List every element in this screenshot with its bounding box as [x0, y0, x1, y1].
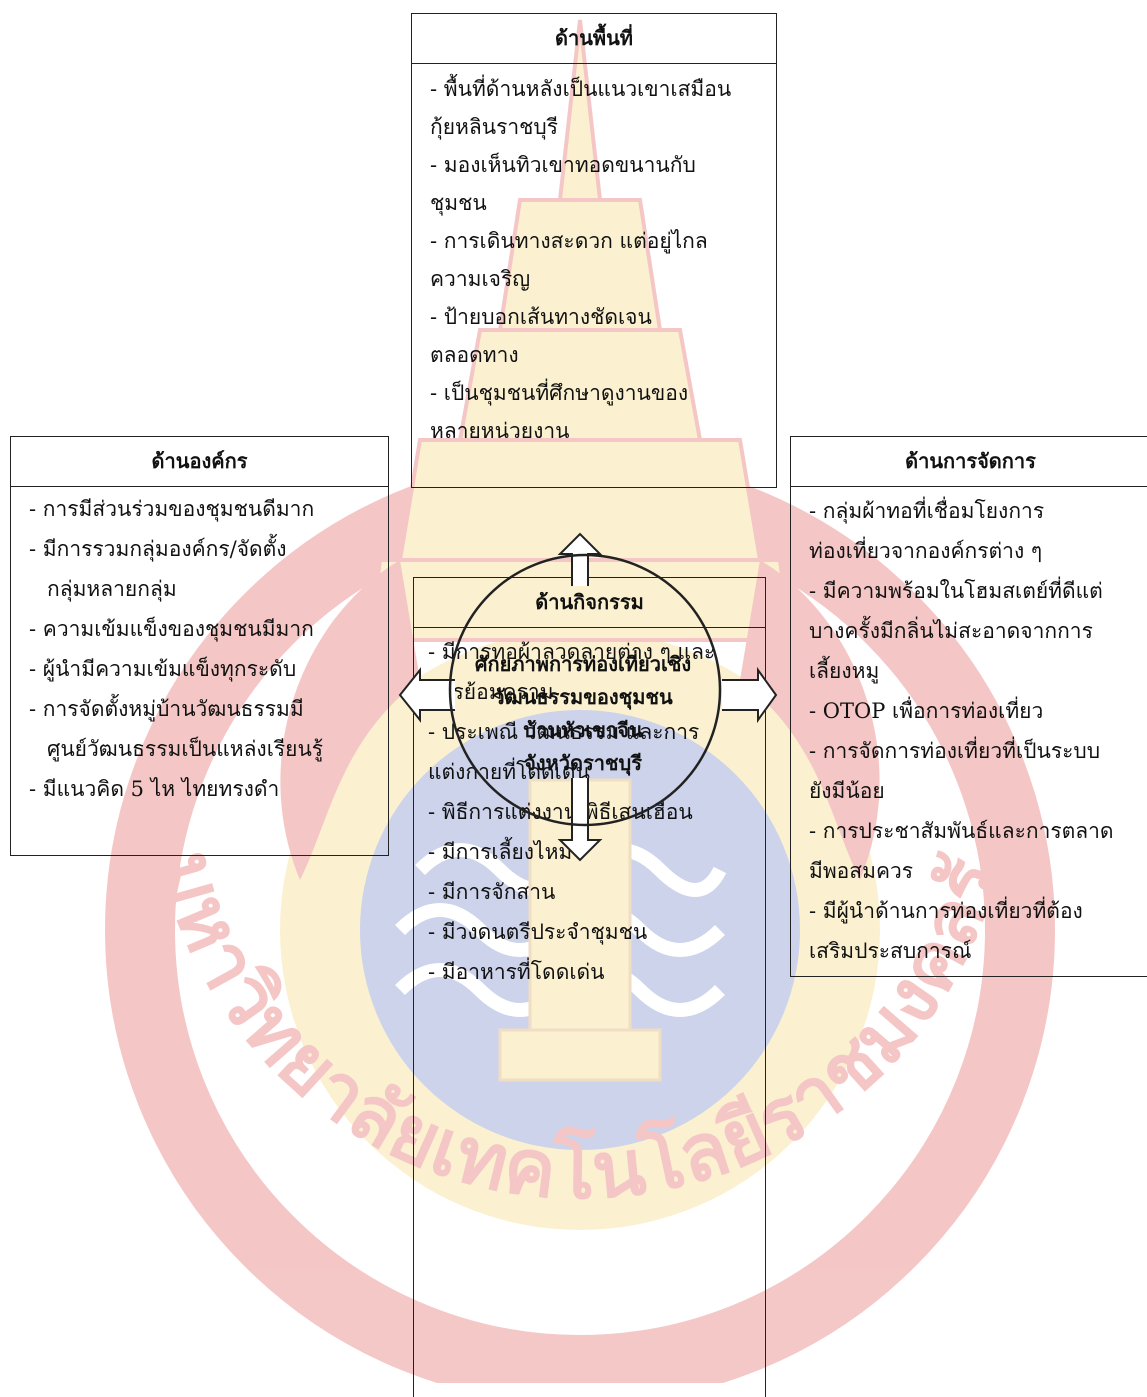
- list-item: - ป้ายบอกเส้นทางชัดเจนตลอดทาง: [430, 298, 770, 374]
- item-line: - การจัดการท่องเที่ยวที่เป็นระบบ: [809, 731, 1147, 771]
- management-box: ด้านการจัดการ - กลุ่มผ้าทอที่เชื่อมโยงกา…: [790, 436, 1147, 977]
- list-item: - มีความพร้อมในโฮมสเตย์ที่ดีแต่บางครั้งม…: [809, 571, 1147, 691]
- organization-list: - การมีส่วนร่วมของชุมชนดีมาก - มีการรวมก…: [11, 487, 388, 809]
- item-line: ท่องเที่ยวจากองค์กรต่าง ๆ: [809, 531, 1147, 571]
- item-line: - ป้ายบอกเส้นทางชัดเจน: [430, 298, 770, 336]
- item-line: กุ้ยหลินราชบุรี: [430, 108, 770, 146]
- item-line: - มีความพร้อมในโฮมสเตย์ที่ดีแต่: [809, 571, 1147, 611]
- item-line: - มีการรวมกลุ่มองค์กร/จัดตั้ง: [29, 529, 388, 569]
- list-item: - เป็นชุมชนที่ศึกษาดูงานของหลายหน่วยงาน: [430, 374, 770, 450]
- item-line: ตลอดทาง: [430, 336, 770, 374]
- item-line: หลายหน่วยงาน: [430, 412, 770, 450]
- item-line: ยังมีน้อย: [809, 771, 1147, 811]
- list-item: - การเดินทางสะดวก แต่อยู่ไกลความเจริญ: [430, 222, 770, 298]
- list-item: - ผู้นำมีความเข้มแข็งทุกระดับ: [29, 649, 388, 689]
- item-line: กลุ่มหลายกลุ่ม: [29, 569, 388, 609]
- center-title-line: ศักยภาพการท่องเที่ยวเชิง: [455, 648, 711, 681]
- item-line: - ผู้นำมีความเข้มแข็งทุกระดับ: [29, 649, 388, 689]
- arrow-right-icon: [722, 670, 776, 720]
- item-line: - มีอาหารที่โดดเด่น: [428, 952, 765, 992]
- item-line: ศูนย์วัฒนธรรมเป็นแหล่งเรียนรู้: [29, 729, 388, 769]
- item-line: - มองเห็นทิวเขาทอดขนานกับ: [430, 146, 770, 184]
- item-line: - การประชาสัมพันธ์และการตลาด: [809, 811, 1147, 851]
- item-line: - การมีส่วนร่วมของชุมชนดีมาก: [29, 489, 388, 529]
- list-item: - กลุ่มผ้าทอที่เชื่อมโยงการท่องเที่ยวจาก…: [809, 491, 1147, 571]
- center-title-line: บ้านหัวเขาจีน: [455, 714, 711, 747]
- item-line: - มีผู้นำด้านการท่องเที่ยวที่ต้อง: [809, 891, 1147, 931]
- list-item: - มองเห็นทิวเขาทอดขนานกับชุมชน: [430, 146, 770, 222]
- organization-title: ด้านองค์กร: [11, 437, 388, 487]
- list-item: - พื้นที่ด้านหลังเป็นแนวเขาเสมือนกุ้ยหลิ…: [430, 70, 770, 146]
- item-line: เลี้ยงหมู: [809, 651, 1147, 691]
- list-item: - OTOP เพื่อการท่องเที่ยว: [809, 691, 1147, 731]
- item-line: - การเดินทางสะดวก แต่อยู่ไกล: [430, 222, 770, 260]
- area-box: ด้านพื้นที่ - พื้นที่ด้านหลังเป็นแนวเขาเ…: [411, 13, 777, 488]
- item-line: - กลุ่มผ้าทอที่เชื่อมโยงการ: [809, 491, 1147, 531]
- item-line: เสริมประสบการณ์: [809, 931, 1147, 971]
- list-item: - มีอาหารที่โดดเด่น: [428, 952, 765, 992]
- item-line: ชุมชน: [430, 184, 770, 222]
- center-title: ศักยภาพการท่องเที่ยวเชิง วัฒนธรรมของชุมช…: [455, 648, 711, 780]
- item-line: - พื้นที่ด้านหลังเป็นแนวเขาเสมือน: [430, 70, 770, 108]
- list-item: - มีวงดนตรีประจำชุมชน: [428, 912, 765, 952]
- arrow-up-icon: [560, 534, 600, 586]
- item-line: - ความเข้มแข็งของชุมชนมีมาก: [29, 609, 388, 649]
- organization-box: ด้านองค์กร - การมีส่วนร่วมของชุมชนดีมาก …: [10, 436, 389, 856]
- arrow-left-icon: [400, 670, 455, 720]
- item-line: มีพอสมควร: [809, 851, 1147, 891]
- center-title-line: วัฒนธรรมของชุมชน: [455, 681, 711, 714]
- area-list: - พื้นที่ด้านหลังเป็นแนวเขาเสมือนกุ้ยหลิ…: [412, 64, 776, 450]
- list-item: - การประชาสัมพันธ์และการตลาดมีพอสมควร: [809, 811, 1147, 891]
- center-title-line: จังหวัดราชบุรี: [455, 747, 711, 780]
- item-line: - มีวงดนตรีประจำชุมชน: [428, 912, 765, 952]
- list-item: - การมีส่วนร่วมของชุมชนดีมาก: [29, 489, 388, 529]
- list-item: - ความเข้มแข็งของชุมชนมีมาก: [29, 609, 388, 649]
- area-title: ด้านพื้นที่: [412, 14, 776, 64]
- list-item: - มีการรวมกลุ่มองค์กร/จัดตั้งกลุ่มหลายกล…: [29, 529, 388, 609]
- item-line: - เป็นชุมชนที่ศึกษาดูงานของ: [430, 374, 770, 412]
- item-line: - OTOP เพื่อการท่องเที่ยว: [809, 691, 1147, 731]
- list-item: - มีผู้นำด้านการท่องเที่ยวที่ต้องเสริมปร…: [809, 891, 1147, 971]
- management-list: - กลุ่มผ้าทอที่เชื่อมโยงการท่องเที่ยวจาก…: [791, 487, 1147, 971]
- list-item: - การจัดตั้งหมู่บ้านวัฒนธรรมมีศูนย์วัฒนธ…: [29, 689, 388, 769]
- item-line: บางครั้งมีกลิ่นไม่สะอาดจากการ: [809, 611, 1147, 651]
- item-line: ความเจริญ: [430, 260, 770, 298]
- item-line: - การจัดตั้งหมู่บ้านวัฒนธรรมมี: [29, 689, 388, 729]
- arrow-down-icon: [560, 778, 600, 860]
- item-line: - มีแนวคิด 5 ไห ไทยทรงดำ: [29, 769, 388, 809]
- list-item: - มีแนวคิด 5 ไห ไทยทรงดำ: [29, 769, 388, 809]
- list-item: - การจัดการท่องเที่ยวที่เป็นระบบยังมีน้อ…: [809, 731, 1147, 811]
- management-title: ด้านการจัดการ: [791, 437, 1147, 487]
